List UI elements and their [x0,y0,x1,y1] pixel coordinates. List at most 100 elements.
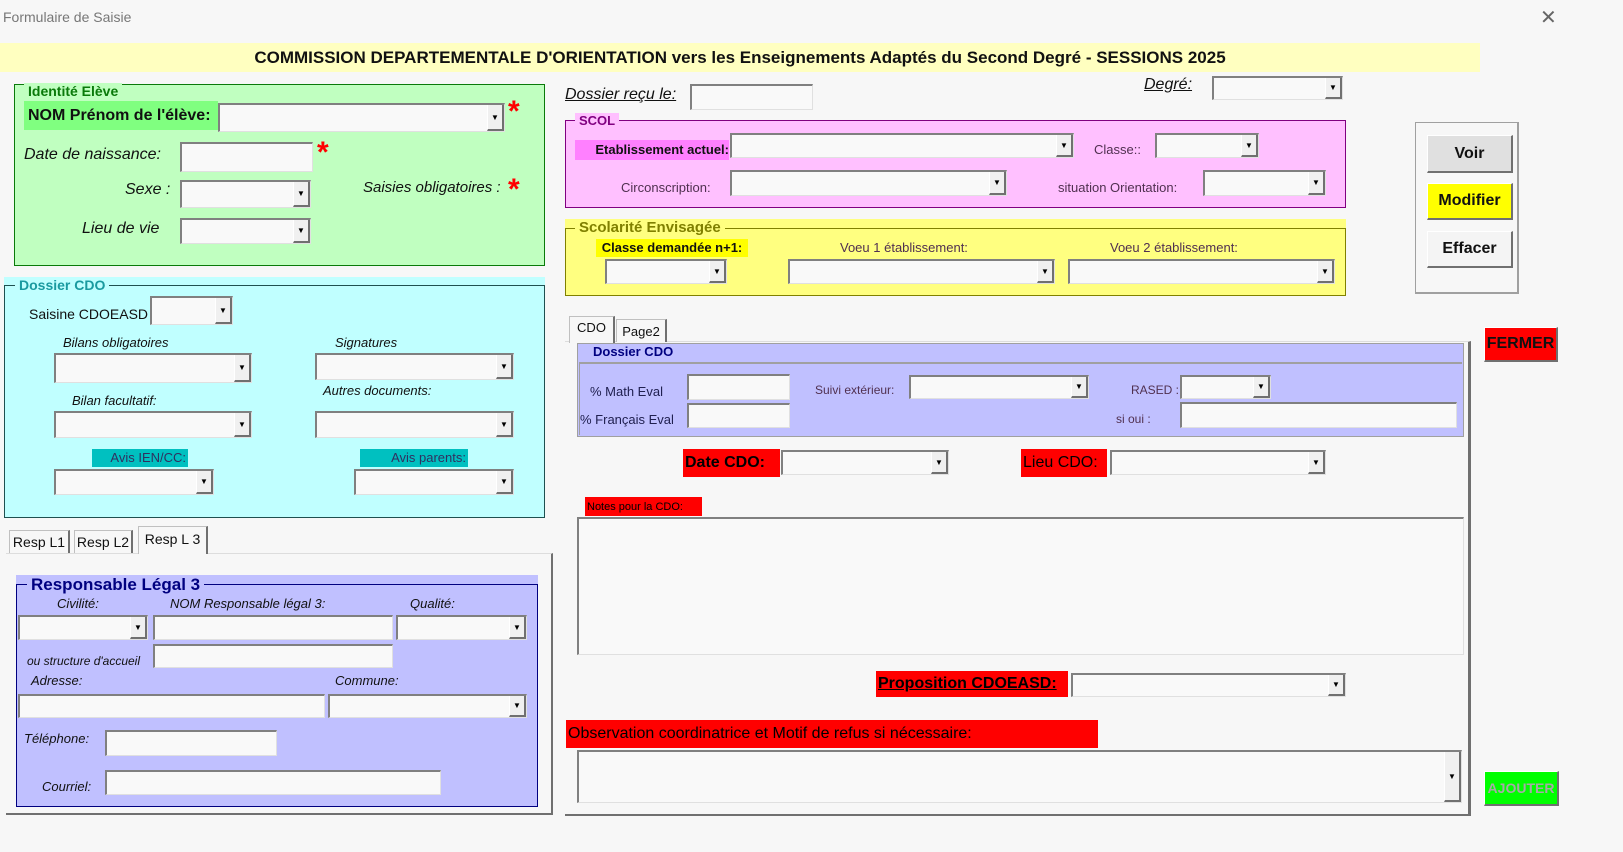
voeu1-label: Voeu 1 établissement: [840,240,968,255]
etablissement-combo[interactable]: ▼ [730,133,1074,158]
lieu-vie-combo[interactable]: ▼ [180,218,311,244]
effacer-button[interactable]: Effacer [1427,231,1513,268]
header-title: COMMISSION DEPARTEMENTALE D'ORIENTATION … [0,43,1480,72]
ajouter-button[interactable]: AJOUTER [1484,771,1559,806]
nom-combo[interactable]: ▼ [218,103,505,132]
situation-label: situation Orientation: [1058,180,1178,195]
degre-combo[interactable]: ▼ [1212,76,1343,100]
sexe-combo[interactable]: ▼ [180,180,311,208]
avis-ien-label: Avis IEN/CC: [92,449,188,467]
chevron-down-icon[interactable]: ▼ [1317,261,1334,283]
date-label: Date de naissance: [24,146,161,163]
date-cdo-combo[interactable]: ▼ [781,450,949,475]
signatures-combo[interactable]: ▼ [315,353,514,380]
chevron-down-icon[interactable]: ▼ [1253,377,1270,398]
required-star-icon: * [508,173,520,206]
chevron-down-icon[interactable]: ▼ [293,182,310,207]
chevron-down-icon[interactable]: ▼ [293,220,310,243]
chevron-down-icon[interactable]: ▼ [931,452,948,474]
voir-button[interactable]: Voir [1427,135,1513,173]
sexe-label: Sexe : [125,181,171,198]
classe-combo[interactable]: ▼ [1155,133,1259,158]
commune-combo[interactable]: ▼ [328,694,527,718]
saisine-label: Saisine CDOEASD [29,306,149,322]
autres-combo[interactable]: ▼ [315,411,514,438]
chevron-down-icon[interactable]: ▼ [487,105,504,131]
tab-page2[interactable]: Page2 [616,319,667,342]
francais-input[interactable] [687,403,790,428]
notes-label: Notes pour la CDO: [585,497,702,516]
tab-cdo[interactable]: CDO [569,316,615,343]
dossier-recu-label: Dossier reçu le: [565,86,677,103]
chevron-down-icon[interactable]: ▼ [1241,135,1258,157]
chevron-down-icon[interactable]: ▼ [709,261,726,283]
nom-resp-input[interactable] [153,615,393,640]
structure-label: ou structure d'accueil [27,654,141,668]
modifier-button[interactable]: Modifier [1427,183,1513,220]
chevron-down-icon[interactable]: ▼ [509,696,526,717]
rased-combo[interactable]: ▼ [1180,375,1271,399]
tab-resp-l3[interactable]: Resp L 3 [138,526,208,554]
chevron-down-icon[interactable]: ▼ [496,413,513,437]
avis-parents-combo[interactable]: ▼ [354,469,514,495]
qualite-combo[interactable]: ▼ [396,615,527,640]
chevron-down-icon[interactable]: ▼ [1308,452,1325,474]
avis-ien-combo[interactable]: ▼ [54,469,214,495]
tab-resp-l2[interactable]: Resp L2 [74,530,133,553]
lieu-vie-label: Lieu de vie [82,220,160,237]
chevron-down-icon[interactable]: ▼ [509,617,526,639]
chevron-down-icon[interactable]: ▼ [196,471,213,494]
observation-textarea[interactable]: ▼ [577,750,1462,803]
adresse-input[interactable] [18,694,325,718]
saisine-combo[interactable]: ▼ [150,296,233,325]
bilans-combo[interactable]: ▼ [54,353,252,383]
lieu-cdo-label: Lieu CDO: [1021,449,1107,477]
proposition-label: Proposition CDOEASD: [876,671,1068,697]
actions-frame [1415,122,1519,294]
chevron-down-icon[interactable]: ▼ [130,617,147,639]
chevron-down-icon[interactable]: ▼ [496,355,513,379]
courriel-input[interactable] [105,770,441,795]
chevron-down-icon[interactable]: ▼ [1444,752,1461,802]
voeu2-combo[interactable]: ▼ [1068,259,1335,284]
courriel-label: Courriel: [42,779,92,794]
lieu-cdo-combo[interactable]: ▼ [1110,450,1326,475]
tab-resp-l1[interactable]: Resp L1 [9,530,70,553]
close-icon[interactable]: ✕ [1540,7,1557,29]
dossier-recu-input[interactable] [690,84,813,110]
telephone-input[interactable] [105,730,277,756]
qualite-label: Qualité: [410,596,455,611]
chevron-down-icon[interactable]: ▼ [496,471,513,494]
nom-resp-label: NOM Responsable légal 3: [170,596,326,611]
chevron-down-icon[interactable]: ▼ [215,298,232,324]
chevron-down-icon[interactable]: ▼ [989,172,1006,195]
chevron-down-icon[interactable]: ▼ [1037,261,1054,283]
fermer-button[interactable]: FERMER [1484,327,1558,362]
si-oui-label: si oui : [1116,412,1151,426]
signatures-label: Signatures [335,335,398,350]
chevron-down-icon[interactable]: ▼ [1325,78,1342,99]
chevron-down-icon[interactable]: ▼ [1056,135,1073,157]
suivi-combo[interactable]: ▼ [909,375,1089,399]
chevron-down-icon[interactable]: ▼ [234,355,251,382]
window-title: Formulaire de Saisie [3,9,132,25]
chevron-down-icon[interactable]: ▼ [1328,675,1345,696]
francais-label: % Français Eval [580,412,674,427]
bilan-facultatif-combo[interactable]: ▼ [54,411,252,438]
chevron-down-icon[interactable]: ▼ [234,413,251,437]
notes-textarea[interactable] [577,517,1464,655]
structure-input[interactable] [153,644,393,668]
proposition-combo[interactable]: ▼ [1071,673,1346,697]
si-oui-input[interactable] [1180,402,1457,428]
date-naissance-input[interactable] [180,142,313,172]
chevron-down-icon[interactable]: ▼ [1071,377,1088,398]
voeu1-combo[interactable]: ▼ [788,259,1055,284]
math-input[interactable] [687,374,790,400]
chevron-down-icon[interactable]: ▼ [1308,172,1325,195]
circonscription-label: Circonscription: [621,180,711,195]
civilite-combo[interactable]: ▼ [18,615,148,640]
classe-demandee-label: Classe demandée n+1: [596,239,748,257]
situation-combo[interactable]: ▼ [1203,170,1326,196]
circonscription-combo[interactable]: ▼ [730,170,1007,196]
classe-demandee-combo[interactable]: ▼ [605,259,727,284]
